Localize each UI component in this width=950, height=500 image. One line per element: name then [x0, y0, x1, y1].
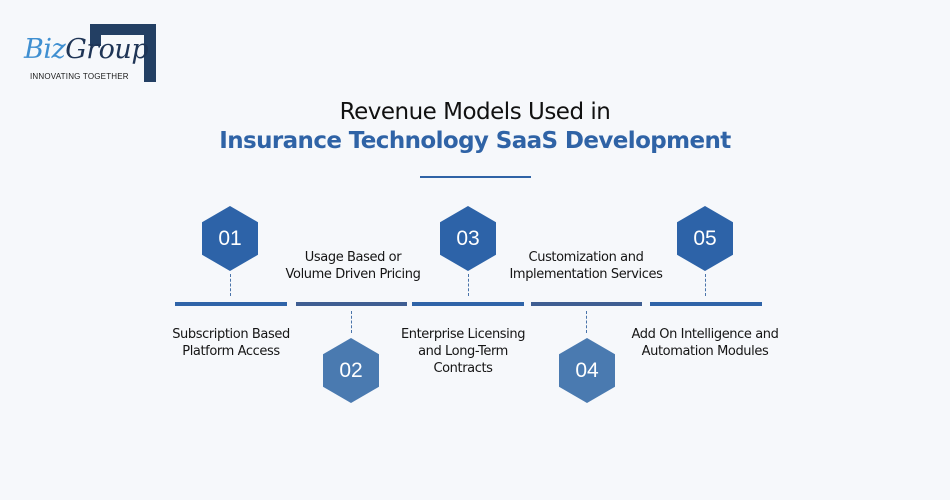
step-4-label-line1: Customization and — [528, 250, 644, 265]
step-3-label-line2: and Long-Term — [418, 344, 508, 359]
logo-biz: Biz — [24, 34, 66, 65]
logo-tagline: INNOVATING TOGETHER — [30, 72, 129, 81]
logo-group: Group — [65, 34, 149, 65]
logo-frame-cutout — [88, 46, 144, 84]
step-4-connector — [586, 311, 587, 333]
step-4-hexagon: 04 — [559, 338, 615, 403]
step-5-label-line1: Add On Intelligence and — [631, 327, 779, 342]
step-5-label: Add On Intelligence and Automation Modul… — [620, 326, 790, 360]
step-3-hexagon: 03 — [440, 206, 496, 271]
step-5-connector — [705, 274, 706, 296]
step-3-label-line3: Contracts — [433, 361, 493, 376]
step-1-label: Subscription Based Platform Access — [146, 326, 316, 360]
page-title-line1: Revenue Models Used in — [339, 99, 611, 125]
step-2-label: Usage Based or Volume Driven Pricing — [268, 249, 438, 283]
step-4-label-line2: Implementation Services — [509, 267, 663, 282]
page-title-line2: Insurance Technology SaaS Development — [219, 128, 731, 154]
step-2-label-line1: Usage Based or — [304, 250, 402, 265]
title-divider — [420, 176, 531, 178]
timeline-segment-1 — [175, 302, 287, 306]
step-2-label-line2: Volume Driven Pricing — [285, 267, 421, 282]
timeline-segment-5 — [650, 302, 762, 306]
logo-wordmark: BizGroup — [24, 34, 149, 66]
timeline-segment-3 — [412, 302, 524, 306]
step-1-hexagon: 01 — [202, 206, 258, 271]
timeline-segment-4 — [531, 302, 642, 306]
step-1-label-line2: Platform Access — [182, 344, 280, 359]
step-3-connector — [468, 274, 469, 296]
timeline-segment-2 — [296, 302, 407, 306]
step-3-label: Enterprise Licensing and Long-Term Contr… — [378, 326, 548, 377]
step-2-connector — [351, 311, 352, 333]
step-1-label-line1: Subscription Based — [172, 327, 290, 342]
step-5-label-line2: Automation Modules — [641, 344, 769, 359]
step-4-label: Customization and Implementation Service… — [501, 249, 671, 283]
step-2-hexagon: 02 — [323, 338, 379, 403]
step-1-connector — [230, 274, 231, 296]
step-5-hexagon: 05 — [677, 206, 733, 271]
step-3-label-line1: Enterprise Licensing — [400, 327, 526, 342]
